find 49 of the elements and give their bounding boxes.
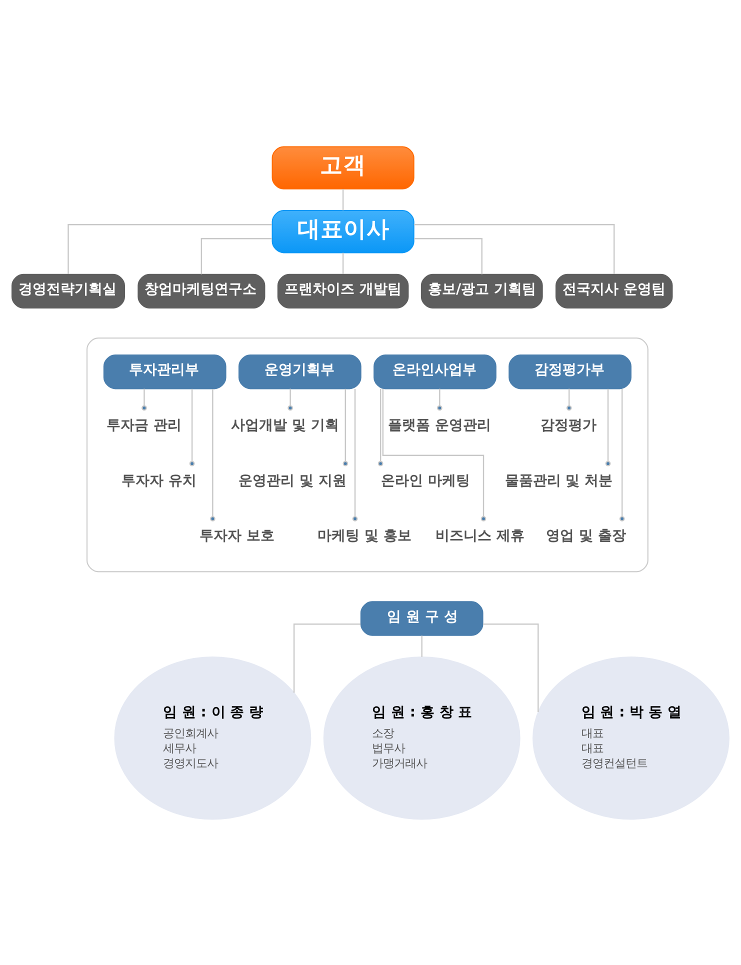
- connector: [605, 388, 611, 466]
- node-text: 마케팅 및 홍보: [318, 528, 412, 544]
- node-text: 플랫폼 운영관리: [388, 417, 491, 434]
- connector: [342, 252, 344, 274]
- node-text: 투자자 유치: [122, 472, 197, 488]
- connector: [421, 635, 422, 656]
- connector: [414, 238, 482, 274]
- node-box: 프랜차이즈 개발팀: [277, 273, 409, 308]
- node-text: 운영관리 및 지원: [238, 472, 346, 488]
- node-box: 홍보/광고 기획팀: [420, 273, 543, 308]
- connector: [483, 623, 539, 712]
- connector: [142, 388, 147, 410]
- node-box: 임 원 구 성: [360, 600, 484, 636]
- node-box: 고객: [272, 146, 414, 189]
- connector: [566, 388, 572, 410]
- node-text: 사업개발 및 기획: [230, 417, 339, 434]
- connector: [414, 223, 615, 274]
- node-box: 대표이사: [272, 210, 414, 253]
- connector: [288, 388, 293, 410]
- node-box: 운영기획부: [238, 354, 362, 389]
- node-text: 물품관리 및 처분: [504, 472, 613, 488]
- node-text: 비즈니스 제휴: [435, 528, 524, 544]
- node-box: 창업마케팅연구소: [138, 273, 266, 308]
- node-ellipse: 임 원 : 박 동 열 대표 대표 경영컨설턴트: [532, 656, 730, 820]
- node-text: 영업 및 출장: [546, 528, 626, 544]
- node-box: 투자관리부: [103, 354, 226, 389]
- connector: [382, 388, 486, 521]
- connector: [68, 223, 272, 274]
- node-text: 감정평가: [540, 417, 596, 434]
- node-text: 투자금 관리: [106, 417, 182, 434]
- connector: [189, 388, 195, 466]
- connector: [619, 388, 625, 521]
- connector: [352, 388, 358, 521]
- cluster: [86, 337, 648, 572]
- node-ellipse: 임 원 : 이 종 량 공인회계사 세무사 경영지도사: [114, 656, 312, 820]
- node-box: 전국지사 운영팀: [556, 273, 673, 308]
- connector: [210, 388, 216, 521]
- node-box: 온라인사업부: [374, 354, 496, 389]
- node-text: 투자자 보호: [200, 528, 274, 544]
- connector: [437, 388, 442, 410]
- node-text: 온라인 마케팅: [381, 472, 470, 488]
- connector: [378, 388, 384, 466]
- connector: [200, 238, 272, 274]
- connector: [342, 388, 348, 466]
- connector: [342, 188, 344, 210]
- connector: [293, 623, 361, 692]
- node-ellipse: 임 원 : 홍 창 표 소장 법무사 가맹거래사: [323, 656, 520, 820]
- node-box: 경영전략기획실: [12, 273, 125, 308]
- node-box: 감정평가부: [508, 354, 632, 389]
